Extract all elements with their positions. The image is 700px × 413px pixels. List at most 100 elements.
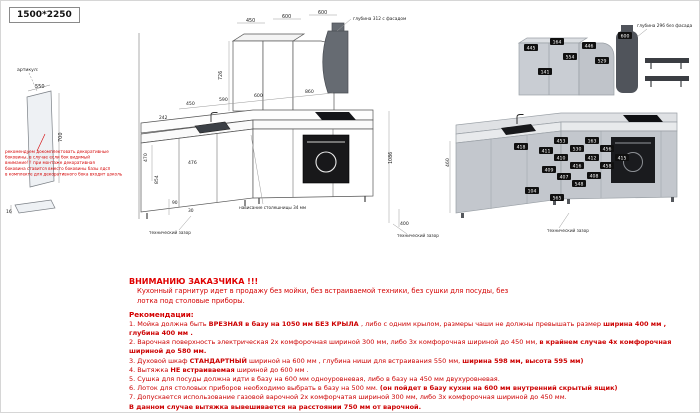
part-number-badge: 565 — [550, 194, 564, 202]
technical-gap-note: технический зазор — [397, 233, 439, 238]
dimension-label: 700 — [58, 132, 64, 142]
render3d-wall-shelves — [645, 58, 689, 87]
part-number-badge: 407 — [557, 173, 571, 181]
render3d-dimension-lines — [449, 28, 648, 229]
part-number-label: 407 — [560, 175, 569, 181]
kitchen-technical-drawing: рекомендуем докомплектовать декоративные… — [5, 10, 693, 238]
customer-notice: ВНИМАНИЮ ЗАКАЗЧИКА !!! Кухонный гарнитур… — [129, 277, 685, 412]
oven-line-drawing — [302, 134, 350, 184]
part-number-badge: 163 — [585, 137, 599, 145]
part-number-badge: 529 — [595, 57, 609, 65]
part-number-badge: 412 — [585, 154, 599, 162]
part-number-badge: 453 — [554, 137, 568, 145]
upper-dimension-lines — [228, 14, 352, 111]
side-note-leader — [36, 133, 46, 152]
part-number-label: 141 — [541, 70, 550, 76]
artikul-label: артикул: — [17, 68, 39, 73]
recommendation-item: 1. Мойка должна быть ВРЕЗНАЯ в базу на 1… — [129, 319, 667, 337]
part-number-badge: 456 — [600, 145, 614, 153]
side-panel-note-line: боковины, в случае если бок видимый — [5, 155, 90, 160]
part-number-label: 453 — [557, 139, 566, 145]
dimension-label: 30 — [188, 208, 194, 214]
notice-title: ВНИМАНИЮ ЗАКАЗЧИКА !!! — [129, 277, 259, 286]
part-number-label: 548 — [575, 182, 584, 188]
dimension-label: глубина 312 с фасадом — [353, 16, 406, 22]
recommendation-item: 7. Допускается использование газовой вар… — [129, 393, 567, 402]
part-number-label: 530 — [573, 147, 582, 153]
recommendation-item: В данном случае вытяжка вывешивается на … — [129, 402, 422, 411]
dimension-label: 450 — [246, 18, 255, 24]
render3d-hood — [616, 25, 638, 93]
dimension-label: 600 — [318, 10, 327, 16]
part-number-label: 458 — [603, 164, 612, 170]
technical-gap-note: технический зазор — [547, 228, 589, 233]
part-number-badge: 410 — [554, 154, 568, 162]
part-number-label: 416 — [573, 164, 582, 170]
part-number-badge: 548 — [572, 180, 586, 188]
part-number-label: 164 — [553, 40, 562, 46]
part-number-label: 163 — [588, 139, 597, 145]
recommendation-item: 4. Вытяжка НЕ встраиваемая шириной до 60… — [129, 365, 309, 374]
part-number-label: 408 — [590, 174, 599, 180]
dimension-label: 600 — [282, 14, 291, 20]
upper-cabinets-line-drawing — [231, 33, 335, 112]
recommendation-item: 3. Духовой шкаф СТАНДАРТНЫЙ шириной на 6… — [129, 356, 584, 365]
recommendation-item: 2. Варочная поверхность электрическая 2х… — [129, 338, 672, 356]
dimension-label: 726 — [218, 71, 224, 80]
side-panel-note: рекомендуем докомплектовать декоративные… — [5, 149, 123, 176]
recommendations-list: 1. Мойка должна быть ВРЕЗНАЯ в базу на 1… — [129, 320, 685, 412]
part-number-label: 412 — [588, 156, 597, 162]
part-number-label: 104 — [528, 189, 537, 195]
part-number-label: 445 — [527, 46, 536, 52]
part-number-badge: 530 — [570, 145, 584, 153]
part-number-badge: 411 — [539, 147, 553, 155]
part-number-badge: 418 — [514, 143, 528, 151]
recommendation-item: 5. Сушка для посуды должна идти в базу н… — [129, 375, 500, 383]
side-panel-note-line: в комплекте для декоративного бока входи… — [5, 171, 123, 176]
part-number-badge: 445 — [524, 44, 538, 52]
part-number-badge: 164 — [550, 38, 564, 46]
side-panel-note-line: боковина ставится вместо боковины базы л… — [5, 166, 111, 171]
part-number-label: 418 — [517, 145, 526, 151]
dimension-label: 600 — [254, 93, 263, 99]
dimension-label: 476 — [188, 160, 197, 166]
side-panel-note-line: внимание!!! при монтаже декоративная — [5, 160, 95, 165]
dimension-label: 860 — [305, 89, 314, 95]
dimension-label: 242 — [159, 115, 168, 121]
part-number-badge: 600 — [618, 32, 632, 40]
dimension-label: 450 — [186, 101, 195, 107]
part-number-label: 415 — [618, 156, 627, 162]
dimension-label: 550 — [35, 84, 45, 90]
render3d-legs — [461, 197, 674, 218]
part-number-badge: 416 — [570, 162, 584, 170]
render3d-sink — [501, 114, 536, 135]
part-number-label: 409 — [545, 168, 554, 174]
cooktop-line-drawing — [315, 112, 356, 120]
dimension-label: 1086 — [388, 152, 394, 164]
part-number-label: 554 — [566, 55, 575, 61]
part-number-badge: 458 — [600, 162, 614, 170]
side-panel-dim-lines — [10, 72, 60, 214]
notice-line: Кухонный гарнитур идет в продажу без мой… — [137, 287, 509, 295]
dimension-label: 460 — [445, 158, 451, 167]
sheet-size-label: 1500*2250 — [9, 7, 80, 23]
part-number-badge: 408 — [587, 172, 601, 180]
part-number-badge: 554 — [563, 53, 577, 61]
hood-line-drawing — [322, 22, 349, 94]
side-panel-drawing — [14, 90, 56, 214]
dimension-label: 400 — [400, 221, 409, 227]
legs-line-drawing — [146, 196, 366, 219]
part-number-badge: 104 — [525, 187, 539, 195]
part-number-label: 411 — [542, 149, 551, 155]
dimension-label: 590 — [219, 97, 228, 103]
part-number-badge: 409 — [542, 166, 556, 174]
part-number-badge: 415 — [615, 154, 629, 162]
depth-note: глубина 296 без фасада — [637, 23, 693, 29]
part-number-label: 410 — [557, 156, 566, 162]
countertop-overhang-note: нависание столешницы 34 мм — [239, 205, 306, 210]
recommendation-item: 6. Лоток для столовых приборов необходим… — [129, 384, 618, 393]
part-number-label: 565 — [553, 196, 562, 202]
notice-line: лотка под столовые приборы. — [137, 296, 245, 305]
dimension-label: 854 — [154, 175, 160, 184]
